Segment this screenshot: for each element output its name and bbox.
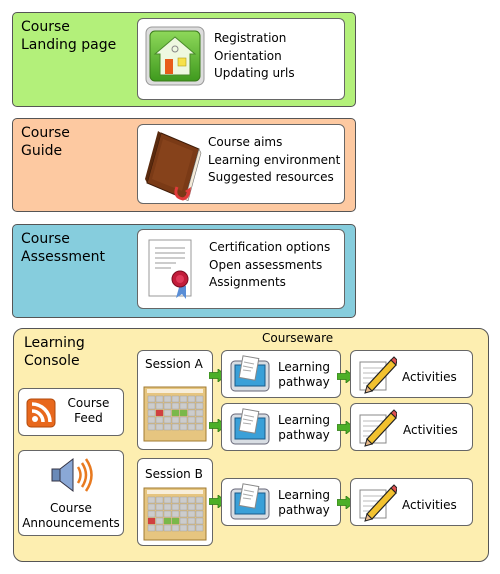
activities-label: Activities [403,423,458,437]
assessment-item: Certification options [209,240,331,254]
speaker-icon [49,455,93,495]
landing-content-box: Registration Orientation Updating urls [137,18,345,100]
activities-box[interactable]: Activities [350,350,473,398]
house-icon [145,26,205,86]
activities-box[interactable]: Activities [350,478,473,526]
calendar-icon [143,487,207,541]
activities-box[interactable]: Activities [350,403,473,451]
pencil-notepad-icon [357,409,397,447]
learning-pathway-box[interactable]: Learning pathway [221,478,341,526]
landing-item: Registration [214,31,287,45]
console-title: Learning Console [24,335,85,369]
course-feed-box[interactable]: Course Feed [18,388,124,436]
course-announcements-box[interactable]: Course Announcements [18,450,124,536]
guide-title: Course Guide [21,125,70,159]
courseware-label: Courseware [262,331,334,345]
assessment-item: Assignments [209,275,286,289]
assessment-items: Certification options Open assessments A… [209,239,330,292]
pencil-notepad-icon [357,356,397,394]
activities-label: Activities [402,498,457,512]
rss-icon [26,398,56,428]
course-announcements-label: Course Announcements [22,501,120,530]
assessment-item: Open assessments [209,257,323,272]
learning-pathway-box[interactable]: Learning pathway [221,350,341,398]
course-feed-label: Course Feed [67,396,110,425]
session-a-box[interactable]: Session A [137,350,213,450]
book-icon [143,129,203,201]
learning-pathway-label: Learning pathway [277,488,331,517]
calendar-icon [143,386,207,442]
learning-pathway-box[interactable]: Learning pathway [221,403,341,451]
tablet-icon [229,355,271,395]
landing-title: Course Landing page [21,19,117,53]
learning-pathway-label: Learning pathway [277,413,331,442]
guide-content-box: Course aims Learning environment Suggest… [137,124,345,204]
session-a-label: Session A [145,357,203,371]
tablet-icon [229,408,271,448]
landing-items: Registration Orientation Updating urls [214,30,295,83]
session-b-box[interactable]: Session B [137,458,213,546]
guide-item: Learning environment [208,152,341,167]
learning-pathway-label: Learning pathway [277,360,331,389]
assessment-title: Course Assessment [21,231,105,265]
activities-label: Activities [402,370,457,384]
pencil-notepad-icon [357,484,397,522]
session-b-label: Session B [145,467,203,481]
tablet-icon [229,483,271,523]
guide-items: Course aims Learning environment Suggest… [208,134,340,187]
landing-item: Updating urls [214,66,295,80]
certificate-icon [146,238,196,300]
guide-item: Suggested resources [208,170,334,184]
landing-item: Orientation [214,48,282,63]
assessment-content-box: Certification options Open assessments A… [137,229,345,309]
guide-item: Course aims [208,135,283,149]
